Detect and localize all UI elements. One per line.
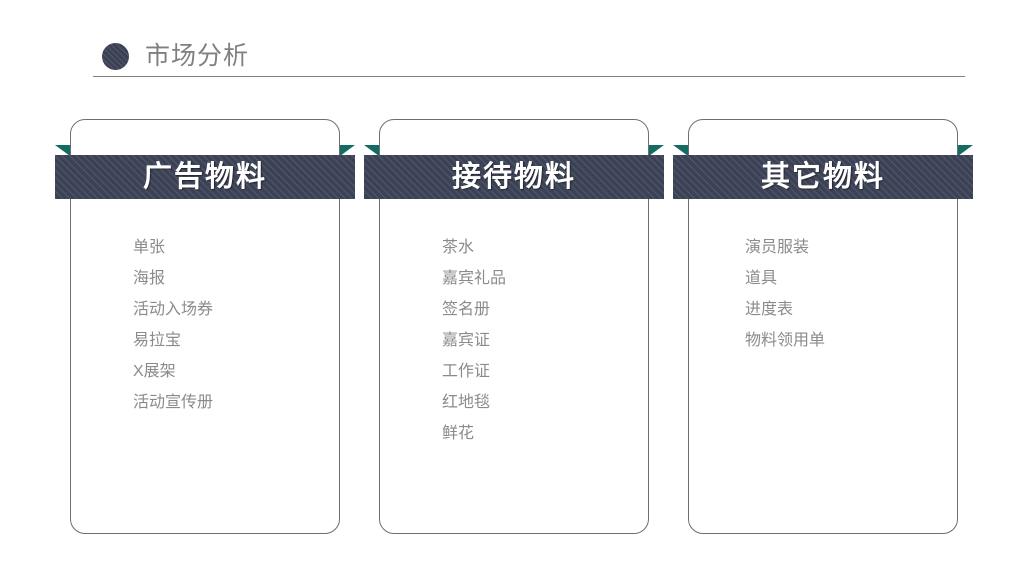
list-item: 嘉宾礼品: [442, 270, 507, 287]
ribbon-fold-left-icon: [673, 145, 688, 156]
list-item: 演员服装: [745, 239, 810, 256]
list-item: 红地毯: [442, 394, 491, 411]
list-item: 进度表: [745, 301, 794, 318]
header-divider: [93, 76, 965, 77]
list-item: 活动入场券: [133, 301, 214, 318]
list-item: 物料领用单: [745, 332, 826, 349]
card-title-2: 接待物料: [451, 161, 576, 193]
ribbon-fold-right-icon: [958, 145, 973, 156]
list-item: 鲜花: [442, 425, 475, 442]
ribbon-fold-right-icon: [649, 145, 664, 156]
page-title: 市场分析: [145, 42, 250, 70]
list-item: X展架: [133, 363, 176, 380]
filled-circle-icon: [102, 43, 129, 70]
list-item: 道具: [745, 270, 778, 287]
card-item-list-3: 演员服装 道具 进度表 物料领用单: [745, 232, 955, 356]
list-item: 签名册: [442, 301, 491, 318]
banner-ribbon-1: 广告物料: [55, 155, 355, 199]
list-item: 单张: [133, 239, 166, 256]
banner-ribbon-3: 其它物料: [673, 155, 973, 199]
banner-ribbon-2: 接待物料: [364, 155, 664, 199]
card-banner-1: 广告物料: [55, 145, 355, 199]
list-item: 活动宣传册: [133, 394, 214, 411]
list-item: 工作证: [442, 363, 491, 380]
slide-header: 市场分析: [93, 36, 965, 78]
list-item: 海报: [133, 270, 166, 287]
ribbon-fold-left-icon: [55, 145, 70, 156]
list-item: 茶水: [442, 239, 475, 256]
card-title-1: 广告物料: [142, 161, 267, 193]
list-item: 易拉宝: [133, 332, 182, 349]
card-title-3: 其它物料: [760, 161, 885, 193]
ribbon-fold-right-icon: [340, 145, 355, 156]
list-item: 嘉宾证: [442, 332, 491, 349]
card-banner-2: 接待物料: [364, 145, 664, 199]
card-item-list-2: 茶水 嘉宾礼品 签名册 嘉宾证 工作证 红地毯 鲜花: [442, 232, 652, 449]
ribbon-fold-left-icon: [364, 145, 379, 156]
card-item-list-1: 单张 海报 活动入场券 易拉宝 X展架 活动宣传册: [133, 232, 343, 418]
card-banner-3: 其它物料: [673, 145, 973, 199]
